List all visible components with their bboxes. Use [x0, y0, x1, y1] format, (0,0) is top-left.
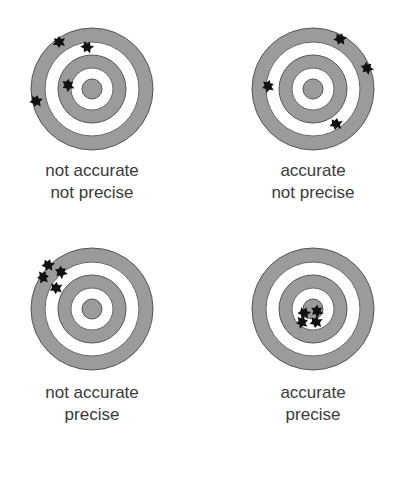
target: [252, 28, 374, 150]
target-top-right: [252, 28, 375, 150]
bullet-hole: [53, 264, 70, 281]
target-bottom-left: [31, 248, 153, 370]
bullet-hole: [29, 94, 44, 109]
caption: accurate precise: [279, 382, 348, 426]
bullet-hole: [332, 31, 347, 46]
bullet-hole: [49, 281, 62, 294]
target-bottom-right: [252, 248, 374, 370]
target-top-left: [29, 28, 153, 150]
target: [31, 248, 153, 370]
bullet-hole: [79, 39, 95, 55]
caption: not accurate not precise: [44, 160, 141, 204]
target: [252, 248, 374, 370]
bullet-hole: [53, 36, 65, 48]
bullet-hole: [359, 60, 376, 77]
bullet-hole: [36, 270, 50, 284]
bullet-hole: [329, 117, 343, 131]
bullet-hole: [295, 315, 310, 330]
bullet-hole: [60, 77, 76, 93]
bullet-hole: [309, 315, 323, 329]
target: [31, 28, 153, 150]
caption: not accurate precise: [44, 382, 141, 426]
caption: accurate not precise: [270, 160, 357, 204]
bullet-hole: [40, 257, 55, 272]
bullet-hole: [260, 78, 275, 93]
